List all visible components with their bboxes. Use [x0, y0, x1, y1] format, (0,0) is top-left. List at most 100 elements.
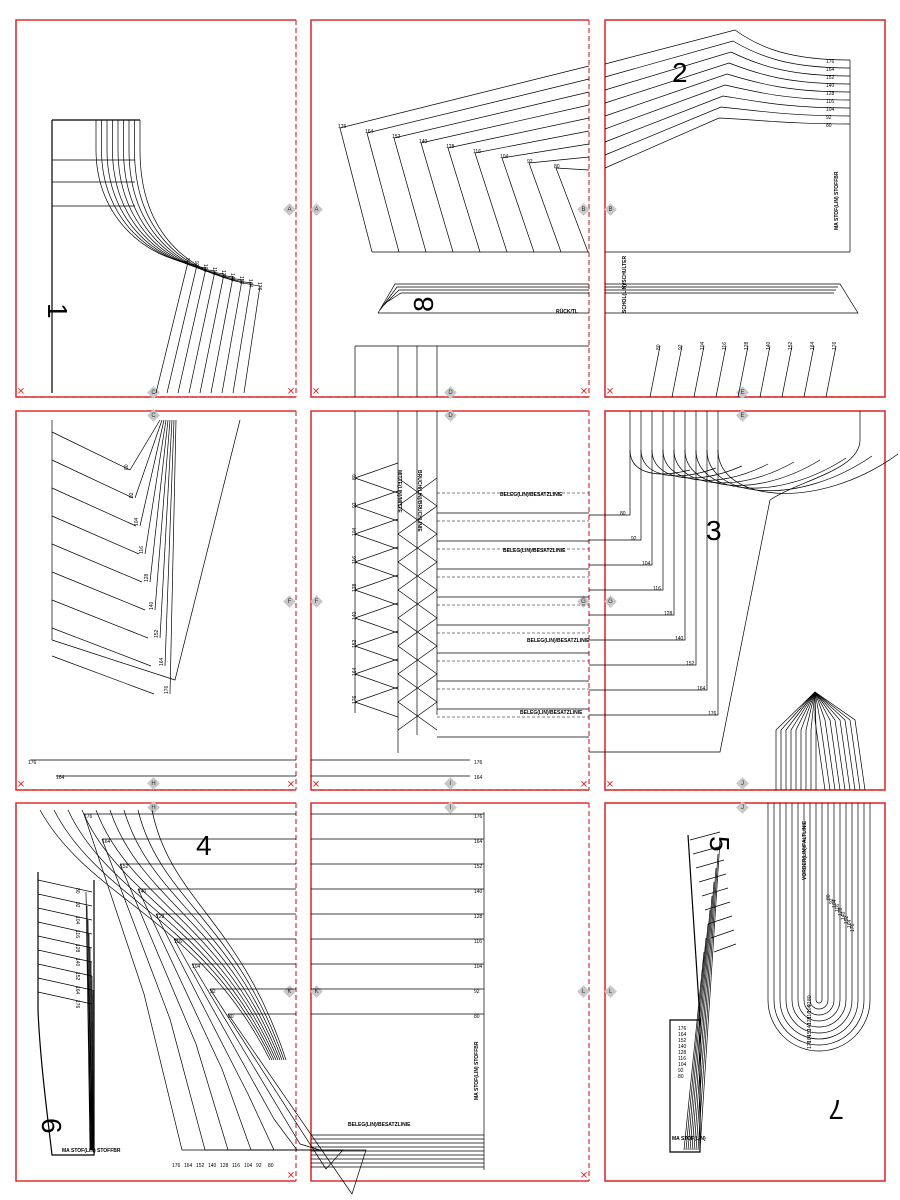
size-line — [695, 859, 725, 869]
size-label: 104 — [244, 1163, 253, 1169]
size-label: 140 — [766, 341, 772, 350]
match-markers: A A B B C C D D E E F F G G H H I I J J … — [147, 203, 749, 998]
size-line — [191, 963, 301, 1145]
facing-line-label: BELEG(LIN)/BESATZLINIE — [500, 492, 563, 498]
piece-8-bands — [377, 283, 589, 314]
size-label: 104 — [832, 899, 838, 908]
size-label: 140 — [807, 1022, 813, 1031]
size-label: 80 — [807, 995, 813, 1001]
svg-text:B: B — [608, 207, 612, 213]
size-leg — [671, 345, 683, 398]
tile-frame-6 — [604, 410, 886, 791]
svg-text:D: D — [448, 390, 453, 396]
cut-marks: ✕ ✕ ✕ ✕ ✕ ✕ ✕ ✕ ✕ ✕ ✕ ✕ — [17, 387, 614, 1182]
cross-brace — [354, 602, 438, 647]
size-line — [604, 106, 851, 156]
diamond-marker-g: G — [604, 595, 617, 608]
piece-8-shoulder-label: SCHOL(LIN)/SCHULTER — [622, 255, 628, 313]
size-line — [37, 963, 93, 977]
diamond-marker-c: C — [147, 409, 160, 422]
size-label: 140 — [229, 273, 235, 282]
cross-brace — [354, 658, 438, 703]
cross-brace — [354, 546, 438, 591]
svg-text:F: F — [315, 599, 319, 605]
size-label: 80 — [678, 1074, 684, 1080]
size-label: 92 — [193, 261, 199, 267]
diamond-marker-j: J — [736, 777, 749, 790]
size-leg — [188, 270, 216, 394]
size-label: 152 — [807, 1028, 813, 1037]
piece-6-fabric-label: MA STOF(LIN) STOFFBR — [62, 1148, 121, 1154]
vertical-guides — [354, 411, 438, 753]
size-label: 176 — [352, 695, 358, 704]
size-label: 152 — [686, 661, 695, 667]
size-label: 116 — [232, 1163, 240, 1169]
size-label: 80 — [184, 258, 190, 264]
size-label: 164 — [56, 775, 65, 781]
size-line — [604, 84, 851, 130]
cut-mark: ✕ — [580, 780, 588, 791]
size-label: 128 — [144, 573, 150, 582]
size-label: 152 — [826, 75, 835, 81]
hem-lines — [311, 759, 470, 777]
size-curve — [112, 120, 216, 272]
piece-number-5: 5 — [704, 836, 735, 852]
svg-text:K: K — [287, 989, 291, 995]
size-loop — [797, 803, 841, 1022]
diamond-marker-b: B — [577, 203, 590, 216]
pattern-piece-2: 1761761641641521521401401281281161161041… — [338, 29, 851, 253]
piece-guide-grid — [354, 345, 589, 397]
size-label: 80 — [352, 474, 358, 480]
size-label: 80 — [228, 1014, 234, 1020]
size-label: 92 — [678, 344, 684, 350]
size-label: 116 — [174, 939, 182, 945]
diamond-marker-f: F — [310, 595, 323, 608]
size-line — [604, 73, 851, 117]
size-label: 152 — [474, 864, 483, 870]
size-line — [589, 450, 675, 616]
size-label: 104 — [352, 527, 358, 536]
size-line — [689, 831, 721, 841]
size-label: 176 — [28, 760, 37, 766]
piece-number-8: 8 — [408, 296, 439, 312]
size-label: 92 — [527, 159, 533, 165]
fan-line — [795, 691, 816, 790]
svg-text:A: A — [314, 207, 318, 213]
size-line — [37, 949, 93, 963]
size-line — [247, 1093, 296, 1151]
cut-mark: ✕ — [312, 387, 320, 398]
size-curve — [139, 120, 261, 287]
diamond-marker-l: L — [604, 985, 617, 998]
size-label: 176 — [172, 1163, 181, 1169]
cut-mark: ✕ — [17, 780, 25, 791]
fan-line — [814, 691, 851, 791]
diamond-marker-a: A — [310, 203, 323, 216]
size-line — [273, 1118, 298, 1151]
tile-8-fabric-label: MA STOF(LIN) STOFFBR — [474, 1041, 480, 1100]
fan-line — [814, 691, 841, 791]
svg-text:C: C — [151, 413, 156, 419]
size-label: 116 — [473, 149, 481, 155]
size-label: 164 — [697, 686, 706, 692]
size-leg — [154, 419, 171, 611]
size-line — [604, 51, 851, 91]
size-line — [698, 873, 727, 883]
pattern-piece-7: 1768016492152104140116128128116140104152… — [767, 803, 871, 1125]
cross-brace — [354, 518, 438, 563]
piece-7-fan — [775, 691, 866, 791]
size-line — [51, 571, 146, 611]
size-loop — [815, 803, 823, 1004]
size-label: 140 — [841, 911, 847, 920]
piece-number-1: 1 — [42, 303, 73, 319]
fan-line — [814, 691, 817, 790]
size-label: 104 — [474, 964, 483, 970]
tile-frames — [15, 19, 886, 1182]
fan-line — [814, 691, 836, 791]
size-label: 92 — [631, 536, 637, 542]
size-line — [87, 919, 92, 1151]
